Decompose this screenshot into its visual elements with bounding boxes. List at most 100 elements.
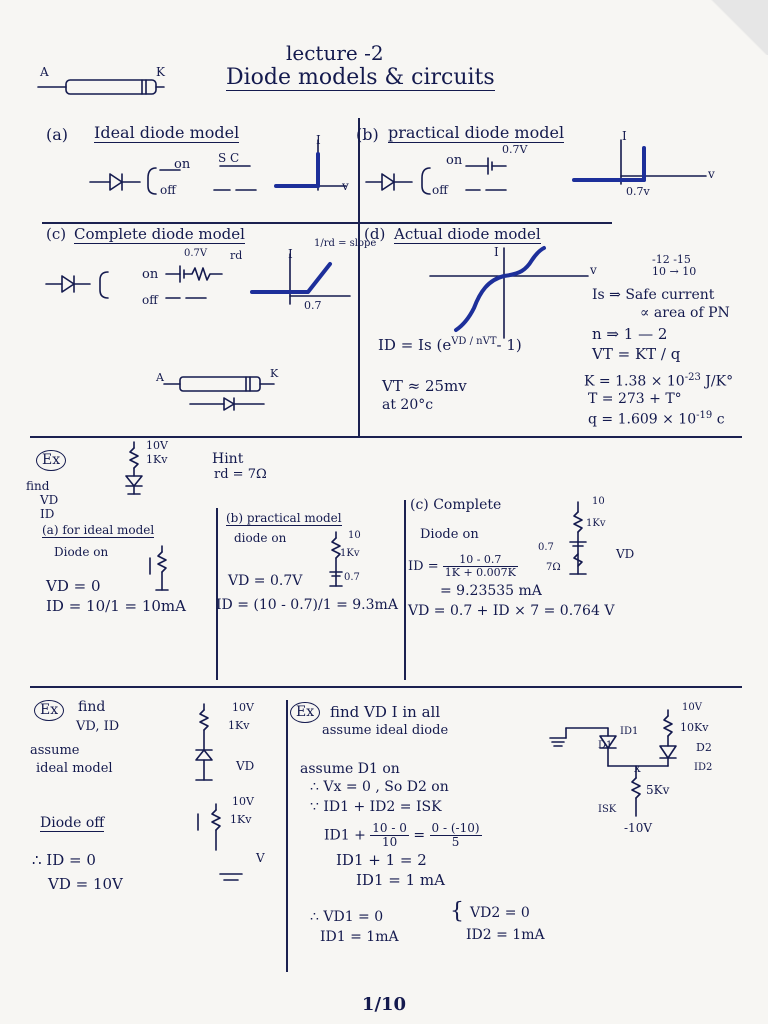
section-c-knee: 0.7 [304, 299, 322, 312]
lecture-title: lecture -2 [286, 41, 384, 65]
example-2-find: find [78, 699, 106, 715]
section-c-title: Complete diode model [74, 225, 245, 244]
example-2-supply: 10V [232, 701, 254, 714]
q-unit: c [716, 411, 725, 428]
k-unit: J/K° [705, 373, 734, 390]
example-3-eq1-den: 10 [381, 835, 398, 850]
example-3-subtitle: assume ideal diode [322, 723, 449, 738]
example-3-id1-label: ID1 [620, 726, 639, 737]
example-2-off-res: 1Kv [230, 813, 252, 826]
example-1-hint: Hint [212, 451, 244, 467]
section-d-anode: A [156, 371, 164, 384]
example-1-find-vd: VD [40, 493, 59, 507]
cathode-label: K [156, 65, 165, 79]
example-1-hint-value: rd = 7Ω [214, 467, 267, 482]
temperature-equation: T = 273 + T° [588, 391, 682, 407]
example-3-d1: D1 [598, 740, 613, 751]
example-3-brace: { [450, 899, 464, 924]
ex1-c-id-numerator: 10 - 0.7 [442, 553, 518, 568]
example-3-supply: 10V [682, 702, 702, 713]
thermal-voltage: VT ≈ 25mv [382, 377, 467, 395]
example-3-eq2: ID1 + 1 = 2 [336, 851, 427, 869]
example-2-assume: assume [30, 743, 80, 758]
example-3-isk: ISK [598, 804, 617, 815]
complete-diode-sketch [45, 253, 351, 305]
ex1-c-id-lhs: ID = [408, 559, 439, 575]
example-1-circuit [125, 441, 143, 495]
section-c-slope: 1/rd = slope [314, 238, 377, 249]
example-3-r1: 10Kv [680, 721, 709, 734]
ex1-b-state: diode on [234, 531, 287, 545]
example-3-vx: ∴ Vx = 0 , So D2 on [310, 779, 449, 795]
is-definition: Is ⇒ Safe current [592, 287, 715, 303]
electron-charge: q = 1.609 × 10-19 c [588, 410, 725, 428]
is-exponent-range: -12 -15 [652, 253, 691, 266]
section-b-voltage: 0.7V [502, 143, 528, 156]
example-2-badge: Ex [34, 700, 65, 722]
ex1-c-title: (c) Complete [410, 497, 502, 513]
example-3-eq3: ID1 = 1 mA [356, 871, 445, 889]
lecture-subtitle: Diode models & circuits [226, 65, 495, 92]
actual-equation: ID = Is (eVD / nVT- 1) [378, 336, 522, 354]
divider-vertical-top [358, 118, 360, 436]
example-3-vd1: ∴ VD1 = 0 [310, 909, 384, 925]
example-2-res: 1Kv [228, 719, 250, 732]
ex1-b-id: ID = (10 - 0.7)/1 = 9.3mA [216, 597, 398, 613]
diode-package-sketch [163, 376, 275, 411]
example-1-find-id: ID [40, 507, 55, 521]
section-b-title: practical diode model [388, 123, 565, 143]
example-2-id: ∴ ID = 0 [32, 851, 96, 869]
example-2-off-supply: 10V [232, 795, 254, 808]
example-3-badge: Ex [290, 702, 321, 724]
diode-body-sketch [37, 79, 165, 95]
section-d-label: (d) [364, 225, 386, 243]
example-2-find-vars: VD, ID [76, 719, 120, 734]
example-3-circuit [549, 709, 677, 817]
ex1-a-id: ID = 10/1 = 10mA [46, 597, 186, 615]
page-fold [708, 0, 768, 55]
is-exponent-range-2: 10 → 10 [652, 265, 697, 278]
actual-iv-curve [429, 246, 589, 339]
example-2-vd: VD [236, 759, 255, 773]
anode-label: A [40, 65, 49, 79]
example-2-circuit [195, 703, 213, 781]
ex1-b-vd: VD = 0.7V [228, 573, 303, 589]
ex1-c-id-denominator: 1K + 0.007K [444, 566, 516, 580]
divider-horizontal-1 [42, 222, 612, 224]
ex1-c-id-value: = 9.23535 mA [440, 583, 542, 599]
section-b-knee: 0.7v [626, 185, 650, 198]
is-area: ∝ area of PN [640, 305, 730, 321]
example-1-resistor: 1Kv [146, 453, 168, 466]
example-3-id1: ID1 = 1mA [320, 929, 399, 945]
example-3-assume: assume D1 on [300, 761, 400, 777]
divider-ex2 [286, 700, 288, 972]
example-1-badge: Ex [36, 450, 67, 472]
thermal-voltage-temp: at 20°c [382, 397, 434, 413]
example-3-kcl: ∵ ID1 + ID2 = ISK [310, 799, 442, 815]
section-d-axis-v: v [590, 263, 597, 277]
section-b-off: off [432, 183, 448, 197]
section-c-voltage: 0.7V [184, 248, 208, 259]
section-d-cathode: K [270, 367, 279, 380]
ex1-c-vd: VD = 0.7 + ID × 7 = 0.764 V [408, 603, 615, 619]
equation-lhs: ID = Is ( [378, 336, 443, 354]
section-b-axis-v: v [708, 167, 715, 181]
example-2-vd-value: VD = 10V [48, 875, 123, 893]
ex1-b-title: (b) practical model [226, 511, 342, 527]
example-3-node-x: x [634, 761, 641, 775]
equation-sup: VD / nVT [451, 336, 497, 347]
ex1-c-state: Diode on [420, 527, 479, 542]
ex1-c-rd: 7Ω [546, 562, 561, 573]
example-2-off-circuit [197, 803, 243, 881]
ex1-c-supply: 10 [592, 496, 605, 507]
divider-ex1-b [404, 500, 406, 680]
section-a-label: (a) [46, 125, 69, 144]
example-3-eq1-equals: = [413, 827, 426, 844]
ideal-diode-sketch [89, 139, 347, 195]
page-number: 1/10 [361, 994, 407, 1015]
ex1-b-circuit [329, 531, 343, 587]
ex1-a-state: Diode on [54, 545, 109, 559]
section-b-axis-i: I [622, 129, 627, 143]
